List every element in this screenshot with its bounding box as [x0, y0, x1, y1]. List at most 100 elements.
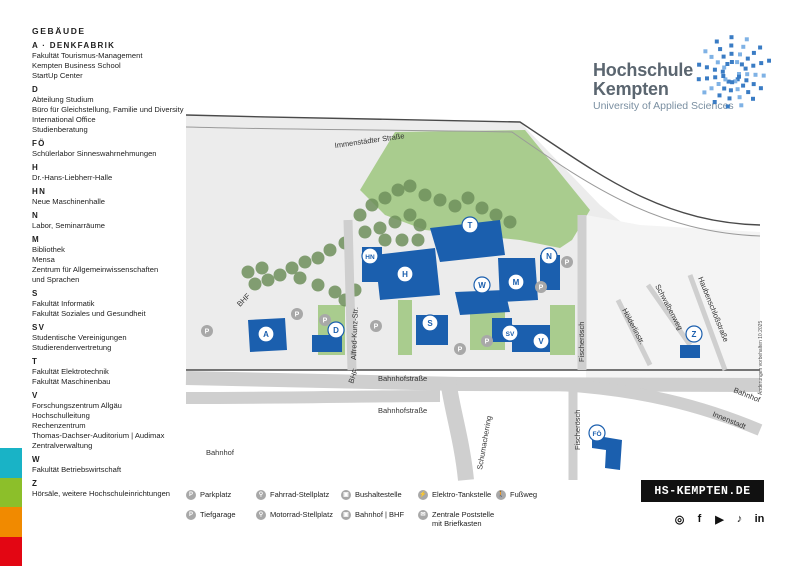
marker-label: N [546, 252, 552, 261]
building-marker-n[interactable]: N [540, 247, 558, 265]
logo-dot [717, 93, 722, 98]
building-group-title: D [32, 85, 40, 94]
building-marker-w[interactable]: W [473, 276, 491, 294]
color-bar-strip [0, 448, 22, 566]
marker-pin [473, 276, 491, 294]
tiktok-icon[interactable]: ♪ [736, 513, 743, 525]
logo-dot [696, 77, 701, 82]
parking-marker[interactable]: P [454, 343, 466, 355]
color-bar-orange [0, 507, 22, 537]
tree [395, 233, 409, 247]
road-alfred-kunz [343, 219, 357, 371]
legend-label: Zentrale Poststelle mit Briefkasten [432, 510, 495, 528]
train-icon: ▣ [341, 510, 351, 520]
building-marker-d[interactable]: D [327, 321, 345, 339]
tree [403, 208, 417, 222]
university-logo: Hochschule Kempten University of Applied… [593, 35, 773, 118]
facebook-icon[interactable]: f [697, 513, 702, 525]
building-foe-shape [592, 435, 622, 470]
parking-marker[interactable]: P [319, 314, 331, 326]
legend-item: ✉Zentrale Poststelle mit Briefkasten [418, 510, 504, 528]
building-group-line: Kempten Business School [32, 61, 121, 70]
tree [358, 225, 372, 239]
building-group-title: T [32, 357, 39, 366]
parking-letter: P [485, 339, 490, 346]
logo-dot [721, 74, 726, 78]
logo-dot [735, 87, 740, 92]
parking-marker[interactable]: P [201, 325, 213, 337]
building-marker-v[interactable]: V [532, 332, 550, 350]
marker-pin [501, 324, 519, 342]
logo-dot [722, 65, 727, 70]
logo-dot [761, 73, 766, 78]
linkedin-icon[interactable]: in [754, 513, 765, 525]
parking-marker[interactable]: P [370, 320, 382, 332]
tree [403, 179, 417, 193]
tree [461, 191, 475, 205]
building-marker-a[interactable]: A [257, 325, 275, 343]
social-links: ◎ f ▶ ♪ in [672, 512, 767, 526]
marker-label: V [538, 337, 544, 346]
road-haubenschloss [687, 274, 728, 371]
building-group-line: Hörsäle, weitere Hochschuleinrichtungen [32, 489, 171, 498]
logo-dot [729, 60, 734, 64]
logo-dot [753, 72, 758, 77]
legend-item: 🚶 Fußweg [496, 490, 537, 500]
logo-dot [709, 86, 714, 91]
logo-line-3: University of Applied Sciences [593, 100, 734, 112]
logo-dot [730, 80, 735, 85]
parking-markers: P P P P P P P P [201, 256, 573, 355]
building-group-title: A · DENKFABRIK [32, 41, 116, 50]
parking-marker[interactable]: P [561, 256, 573, 268]
marker-pin [588, 424, 606, 442]
building-marker-t[interactable]: T [461, 216, 479, 234]
parking-pin [535, 281, 547, 293]
website-url[interactable]: HS-KEMPTEN.DE [641, 480, 764, 502]
logo-dot [746, 90, 751, 95]
marker-pin [685, 325, 703, 343]
building-marker-z[interactable]: Z [685, 325, 703, 343]
parking-letter: P [458, 347, 463, 354]
parking-icon: P [186, 490, 196, 500]
parking-letter: P [539, 285, 544, 292]
street-bahnhof-2: Bahnhofstraße [378, 406, 427, 415]
tree [448, 199, 462, 213]
building-group-line: Büro für Gleichstellung, Familie und Div… [32, 105, 184, 114]
logo-dot [703, 49, 708, 54]
building-marker-fö[interactable]: FÖ [588, 424, 606, 442]
legend-label: Bahnhof | BHF [355, 510, 405, 519]
road-immenstaedter [185, 114, 761, 226]
legend-label: Fußweg [510, 490, 538, 499]
footpath-icon: 🚶 [496, 490, 506, 500]
legend-item: ▣Bushaltestelle [341, 490, 402, 500]
logo-dot [735, 60, 740, 65]
parking-letter: P [295, 312, 300, 319]
marker-pin [361, 247, 379, 265]
parking-marker[interactable]: P [291, 308, 303, 320]
building-marker-hn[interactable]: HN [361, 247, 379, 265]
marker-label: A [263, 330, 269, 339]
tree [365, 198, 379, 212]
parking-pin [201, 325, 213, 337]
tree [378, 191, 392, 205]
logo-dot [721, 54, 726, 59]
building-marker-m[interactable]: M [507, 273, 525, 291]
building-marker-s[interactable]: S [421, 314, 439, 332]
building-marker-h[interactable]: H [396, 265, 414, 283]
youtube-icon[interactable]: ▶ [715, 513, 724, 526]
parking-marker[interactable]: P [481, 335, 493, 347]
building-index-heading: GEBÄUDE [32, 26, 86, 36]
instagram-icon[interactable]: ◎ [674, 513, 685, 526]
building-marker-sv[interactable]: SV [501, 324, 519, 342]
building-group-line: Fakultät Elektrotechnik [32, 367, 109, 376]
logo-dot [737, 74, 741, 79]
parking-marker[interactable]: P [535, 281, 547, 293]
